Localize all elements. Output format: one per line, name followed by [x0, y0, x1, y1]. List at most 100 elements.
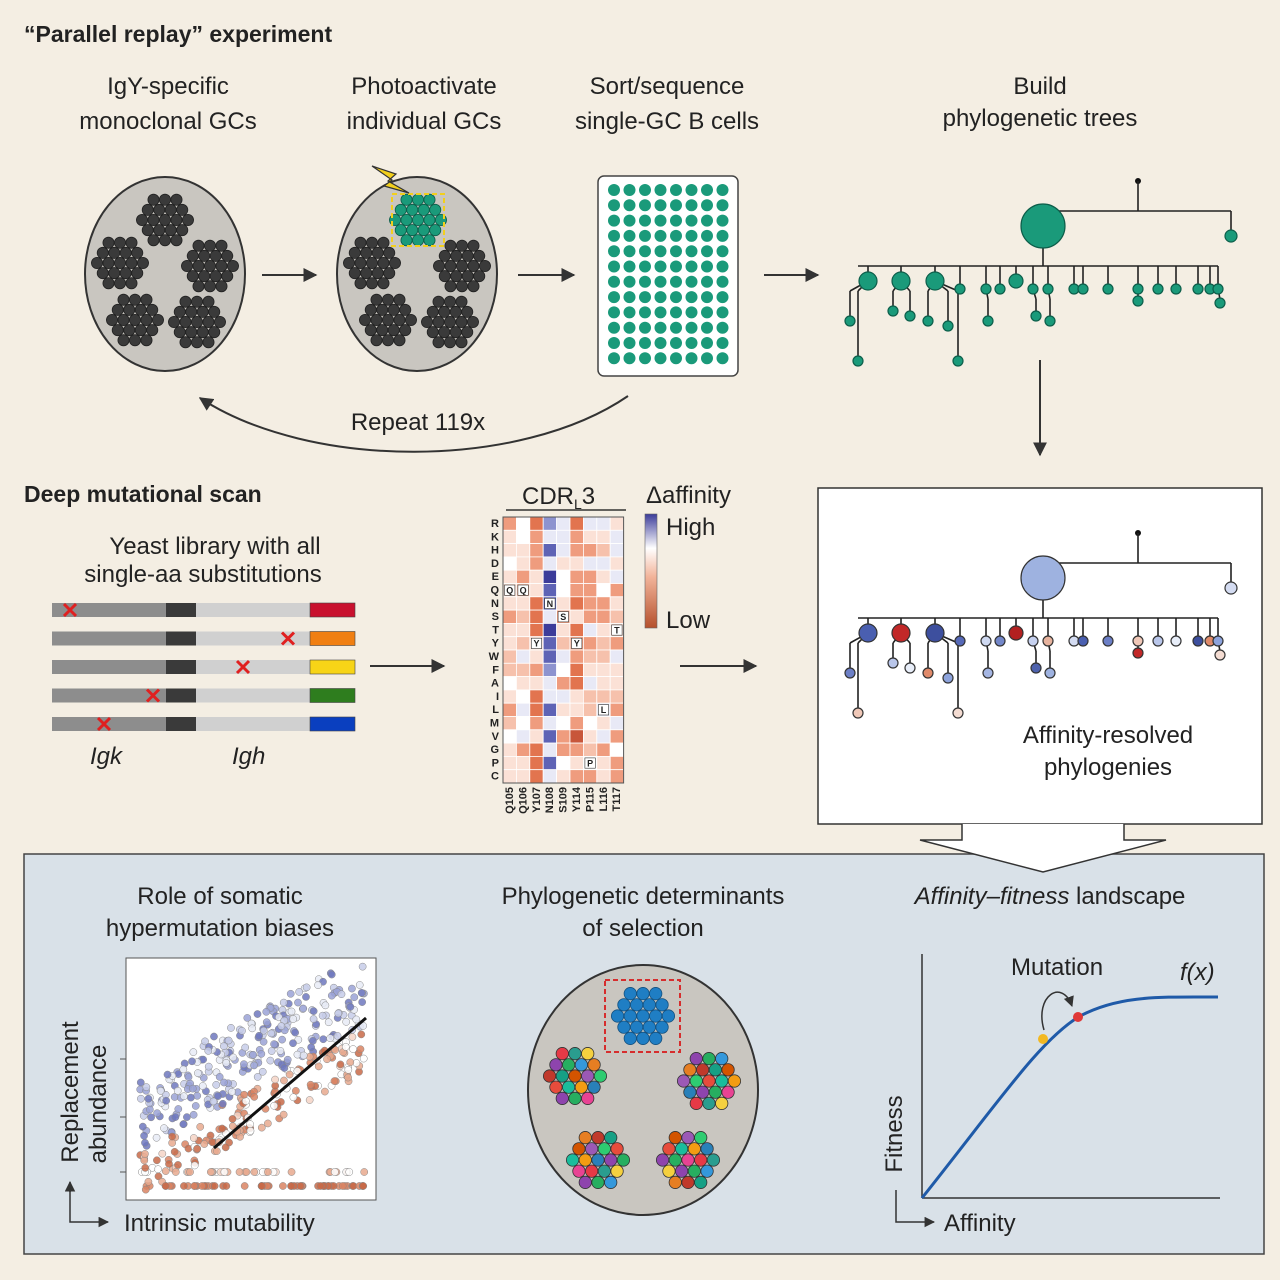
tree-node [1224, 581, 1238, 595]
panel2-title-line1: Phylogenetic determinants [502, 883, 785, 910]
scatter-point [257, 1050, 266, 1058]
heatmap-cell [542, 756, 558, 771]
plate-well [654, 245, 667, 258]
scatter-point [224, 1036, 233, 1045]
heatmap-cell [502, 769, 517, 784]
tree-node [942, 320, 954, 332]
scatter-point [144, 1177, 153, 1186]
heatmap-cell [609, 769, 625, 784]
tree-node [1192, 283, 1204, 295]
plate-well [701, 229, 713, 242]
scatter-point [222, 1059, 231, 1067]
heatmap-row-label: K [491, 531, 499, 543]
scatter-point [189, 1110, 198, 1119]
scatter-point [235, 1168, 244, 1176]
tree-node [1170, 283, 1182, 295]
plate-well [716, 306, 729, 319]
step-3-label-line1: Sort/sequence [590, 73, 745, 100]
heatmap-cell [596, 742, 611, 757]
plate-well [716, 275, 729, 288]
scatter-point [338, 1182, 347, 1190]
plate-well [608, 306, 620, 319]
scatter-point [278, 1035, 286, 1044]
heatmap-cell [516, 769, 531, 784]
plate-well [608, 199, 620, 212]
heatmap-cell [569, 742, 584, 757]
scatter-point [348, 1033, 357, 1041]
wildtype-label: P [587, 758, 593, 768]
scatter-point [212, 1147, 221, 1155]
heatmap-cell [569, 689, 584, 704]
plate-well [623, 260, 636, 273]
scatter-point [287, 1182, 295, 1190]
tree-node [887, 305, 899, 317]
heatmap-cell [583, 529, 598, 544]
heatmap-cell [609, 662, 625, 677]
scatter-point [346, 1003, 355, 1011]
library-segment [52, 631, 166, 646]
plate-well [670, 199, 682, 212]
plate-well [685, 291, 698, 304]
scatter-point [271, 1075, 279, 1084]
heatmap-cell [583, 716, 598, 731]
heatmap-cell [516, 516, 531, 531]
scatter-point [323, 1055, 331, 1064]
scatter-point [266, 1056, 275, 1065]
scatter-point [264, 1119, 272, 1128]
scatter-point [333, 1032, 342, 1040]
scatter-xlabel: Intrinsic mutability [124, 1210, 315, 1237]
scatter-point [204, 1062, 213, 1071]
heatmap-cell [502, 596, 517, 611]
tree-node [1192, 635, 1204, 647]
plate-well [701, 184, 713, 196]
heatmap-cell [516, 556, 531, 571]
scatter-point [336, 1060, 345, 1069]
scatter-point [253, 1010, 262, 1018]
heatmap-cell [556, 583, 571, 598]
scatter-point [348, 984, 356, 993]
scatter-point [194, 1069, 202, 1077]
plate-well [670, 260, 682, 273]
heatmap-cell [569, 529, 584, 544]
library-segment [52, 603, 166, 617]
selected-gc-box [604, 979, 681, 1053]
scatter-point [337, 990, 346, 999]
heatmap-row-label: C [491, 771, 499, 783]
scatter-point [152, 1133, 161, 1142]
scatter-point [140, 1156, 149, 1165]
scatter-point [321, 1001, 330, 1010]
heatmap-cell [502, 662, 517, 677]
heatmap-cell [569, 569, 584, 584]
heatmap-cell [516, 609, 531, 624]
wildtype-cell [611, 624, 623, 636]
library-barcode [309, 659, 356, 675]
tree-node [1132, 635, 1144, 647]
heatmap-col-label: T117 [611, 787, 623, 811]
heatmap-cell [583, 556, 598, 571]
heatmap-cell [542, 649, 558, 664]
plate-well [608, 260, 620, 273]
heatmap-cell [516, 623, 531, 638]
plate-well [701, 306, 713, 319]
heatmap-cell [516, 742, 531, 757]
gc-cluster-diverse [676, 1052, 742, 1110]
scatter-point [240, 1182, 249, 1190]
library-segment [166, 688, 196, 703]
plate-well [639, 337, 651, 349]
scatter-point [198, 1182, 206, 1190]
heatmap-cell [569, 702, 584, 717]
scatter-point [258, 1067, 267, 1076]
scatter-point [193, 1144, 201, 1153]
heatmap-cell [556, 769, 571, 784]
scatter-point [215, 1073, 224, 1081]
heatmap-cell [529, 623, 544, 638]
plate-well [701, 291, 713, 304]
heatmap-cell [556, 596, 571, 611]
scatter-point [262, 1007, 271, 1016]
scatter-point [243, 1014, 252, 1022]
heatmap-cell [556, 742, 571, 757]
step-2-label-line2: individual GCs [347, 108, 502, 135]
heatmap-cell [583, 543, 598, 558]
scatter-point [201, 1037, 209, 1046]
heatmap-cell [502, 689, 517, 704]
